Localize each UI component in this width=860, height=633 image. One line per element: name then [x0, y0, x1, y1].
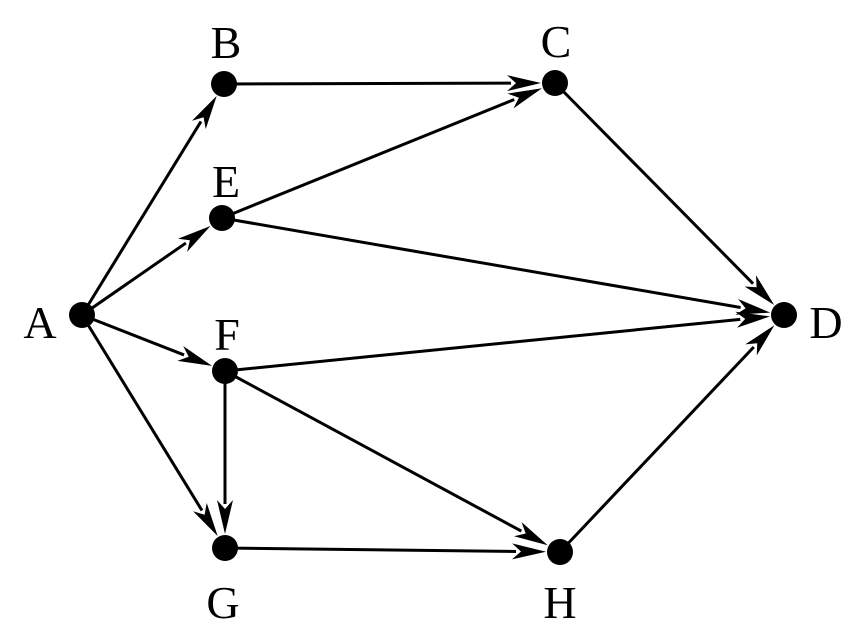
- node-label-c: C: [541, 16, 572, 67]
- edge-a-b: [80, 120, 203, 316]
- nodes-layer: [69, 70, 797, 565]
- arrowhead-f-h: [514, 522, 548, 546]
- node-h: [547, 539, 573, 565]
- edge-c-d: [553, 81, 755, 285]
- node-label-b: B: [211, 17, 242, 68]
- node-label-d: D: [809, 297, 842, 348]
- arrowhead-a-g: [193, 502, 218, 537]
- arrowhead-g-h: [511, 543, 546, 560]
- arrowhead-a-b: [192, 95, 217, 130]
- arrowhead-h-d: [745, 325, 775, 356]
- node-b: [211, 71, 237, 97]
- edge-a-g: [80, 314, 204, 512]
- arrowhead-b-c: [507, 75, 541, 92]
- node-f: [212, 358, 238, 384]
- node-d: [771, 302, 797, 328]
- arrowhead-c-d: [744, 275, 775, 305]
- arrowhead-e-d: [735, 299, 771, 315]
- labels-layer: A B C D E F G H: [23, 16, 842, 628]
- node-a: [69, 302, 95, 328]
- node-label-e: E: [212, 156, 240, 207]
- arrowhead-f-g: [217, 500, 233, 534]
- node-label-f: F: [214, 309, 240, 360]
- node-e: [209, 205, 235, 231]
- edge-f-d: [224, 317, 741, 373]
- node-c: [542, 70, 568, 96]
- arrowhead-a-e: [178, 226, 211, 252]
- arrowhead-e-c: [507, 88, 542, 109]
- node-g: [212, 535, 238, 561]
- edge-a-e: [81, 241, 187, 317]
- edge-e-c: [221, 98, 515, 220]
- edge-e-d: [221, 216, 741, 309]
- edges-layer: [80, 75, 775, 560]
- arrowhead-a-f: [177, 346, 212, 366]
- edge-a-f: [81, 313, 185, 357]
- node-label-h: H: [543, 577, 576, 628]
- arrowhead-f-d: [735, 311, 771, 328]
- edge-g-h: [224, 546, 517, 553]
- edge-b-c: [223, 81, 512, 86]
- node-label-g: G: [206, 577, 239, 628]
- node-label-a: A: [23, 297, 56, 348]
- edge-h-d: [558, 345, 755, 554]
- edge-f-h: [224, 369, 523, 533]
